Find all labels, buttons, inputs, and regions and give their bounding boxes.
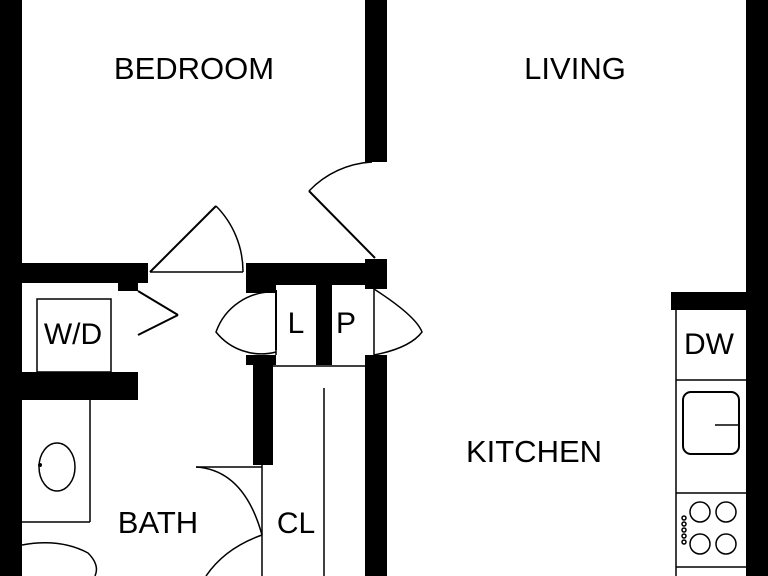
wall-wd-stub bbox=[118, 283, 138, 291]
room-label-closet: CL bbox=[277, 507, 315, 540]
room-label-linen: L bbox=[288, 307, 305, 340]
wall-left-upper bbox=[0, 0, 22, 380]
wall-bedroom-bottom bbox=[0, 263, 148, 283]
kitchen-sink-icon bbox=[682, 391, 740, 455]
wall-closet-divider bbox=[316, 285, 332, 365]
room-label-dishwasher: DW bbox=[684, 328, 735, 361]
wall-left-lower bbox=[0, 380, 22, 576]
wall-hall-top bbox=[246, 263, 387, 285]
toilet-icon bbox=[21, 542, 98, 576]
wall-hall-jamb-left bbox=[246, 285, 276, 293]
room-label-living: LIVING bbox=[524, 51, 626, 86]
sink-drain-icon bbox=[38, 463, 42, 467]
fixtures bbox=[21, 298, 746, 576]
room-label-bedroom: BEDROOM bbox=[114, 51, 274, 86]
wall-bedroom-living bbox=[365, 0, 387, 162]
wall-right-top bbox=[746, 0, 768, 292]
doors bbox=[137, 161, 423, 576]
wall-cl-right bbox=[365, 357, 387, 576]
room-label-bath: BATH bbox=[118, 505, 198, 540]
wall-cl-left bbox=[253, 357, 273, 465]
wall-kitchen-counter-top bbox=[671, 292, 768, 310]
sink-icon bbox=[38, 442, 76, 492]
room-label-washer-dryer: W/D bbox=[44, 318, 102, 351]
room-label-kitchen: KITCHEN bbox=[466, 434, 602, 469]
wall-right-kitchen bbox=[746, 292, 768, 576]
partitions bbox=[22, 285, 746, 576]
wall-hall-jamb-right bbox=[365, 259, 387, 289]
wall-bath-top bbox=[0, 372, 138, 400]
room-labels: BEDROOM LIVING KITCHEN BATH CL L P W/D D… bbox=[44, 51, 735, 540]
washer-dryer-box bbox=[36, 298, 112, 373]
room-label-pantry: P bbox=[336, 307, 356, 340]
stove-icon bbox=[681, 501, 737, 555]
